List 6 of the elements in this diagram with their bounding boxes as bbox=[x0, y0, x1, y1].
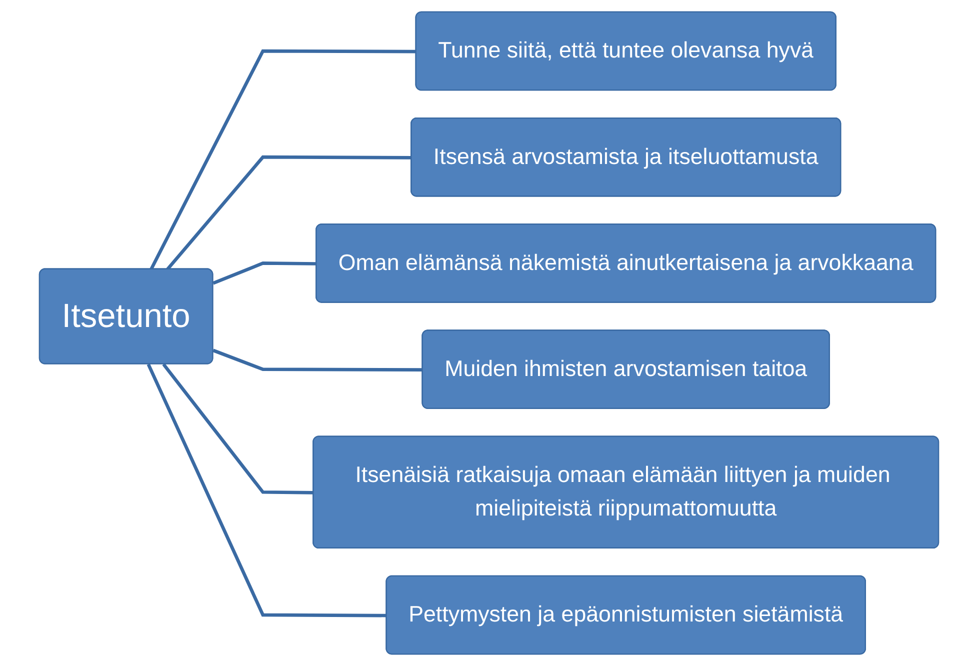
connector bbox=[166, 155, 412, 270]
connector bbox=[212, 262, 317, 285]
connector bbox=[212, 348, 423, 372]
connector bbox=[146, 364, 387, 618]
connector bbox=[150, 49, 416, 270]
connector bbox=[162, 363, 314, 494]
